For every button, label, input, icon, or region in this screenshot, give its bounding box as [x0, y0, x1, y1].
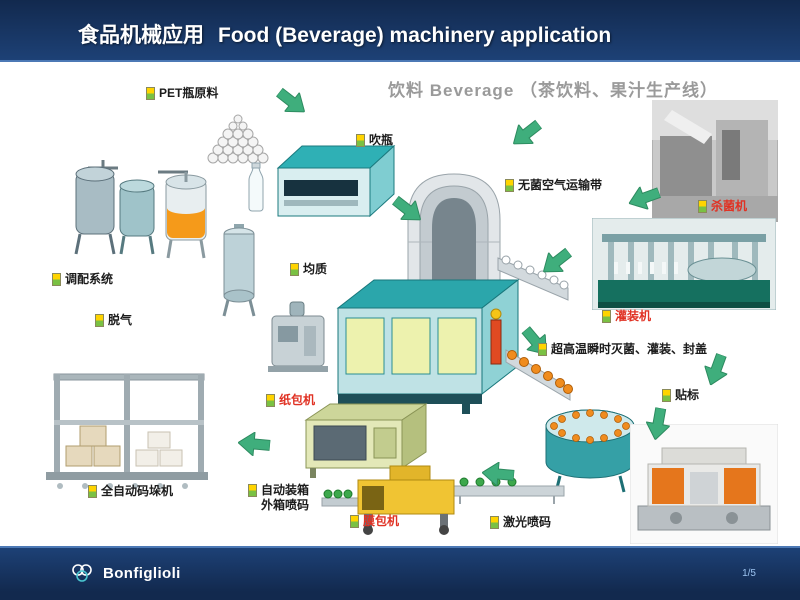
label-text: 膜包机 [363, 514, 400, 528]
label-labeling: 贴标 [662, 388, 699, 403]
bullet-icon [490, 516, 499, 529]
homogenizer-illustration [266, 300, 330, 376]
label-text: 吹瓶 [369, 133, 394, 147]
arch-tunnel-illustration [400, 162, 508, 304]
label-filling-machine: 灌装机 [602, 309, 651, 324]
footer-bar: Bonfiglioli 1/5 [0, 546, 800, 600]
blending-tanks-illustration [68, 158, 218, 270]
brand-text: Bonfiglioli [103, 564, 181, 582]
label-text: 灌装机 [615, 309, 652, 323]
flow-arrow-icon [481, 461, 515, 488]
film-wrapper-illustration [320, 458, 470, 536]
filled-bottle-conveyor-illustration [500, 344, 580, 429]
degas-column-illustration [216, 222, 262, 318]
bullet-icon [662, 389, 671, 402]
label-text: 全自动码垛机 [101, 484, 174, 498]
label-text: 无菌空气运输带 [518, 178, 603, 192]
bullet-icon [602, 310, 611, 323]
bullet-icon [266, 394, 275, 407]
bullet-icon [290, 263, 299, 276]
label-text: 均质 [303, 262, 328, 276]
label-text: 纸包机 [279, 393, 316, 407]
filling-machine-photo [591, 217, 777, 311]
bullet-icon [52, 273, 61, 286]
flow-arrow-icon [536, 243, 576, 282]
flow-arrow-icon [388, 191, 428, 230]
bullet-icon [146, 87, 155, 100]
label-pet-material: PET瓶原料 [146, 86, 218, 101]
bullet-icon [356, 134, 365, 147]
label-line: 自动装箱 [261, 483, 310, 497]
bonfiglioli-logo: Bonfiglioli [70, 563, 181, 583]
label-blending-system: 调配系统 [52, 272, 113, 287]
blow-molder-illustration [276, 138, 396, 218]
bonfiglioli-rings-icon [72, 564, 92, 582]
bullet-icon [350, 515, 359, 528]
label-paper-packing-machine: 纸包机 [266, 393, 315, 408]
label-film-wrapping-machine: 膜包机 [350, 514, 399, 529]
accumulation-table-illustration [540, 394, 640, 494]
flow-arrow-icon [506, 115, 546, 154]
bullet-icon [88, 485, 97, 498]
label-text: 自动装箱 外箱喷码 [261, 483, 309, 513]
bullet-icon [538, 343, 547, 356]
flow-arrow-icon [699, 351, 732, 389]
label-blow-molding: 吹瓶 [356, 133, 393, 148]
label-text: PET瓶原料 [159, 86, 219, 100]
label-text: 贴标 [675, 388, 700, 402]
palletizer-illustration [40, 370, 215, 495]
label-auto-palletizer: 全自动码垛机 [88, 484, 173, 499]
pet-bottle-illustration [244, 162, 268, 214]
diagram-subtitle: 饮料 Beverage （茶饮料、果汁生产线） [388, 81, 718, 100]
bullet-icon [698, 200, 707, 213]
label-text: 脱气 [108, 313, 133, 327]
uht-filling-machine-illustration [330, 266, 522, 416]
slide-title-en: Food (Beverage) machinery application [218, 24, 612, 47]
flow-arrow-icon [237, 431, 271, 458]
sterilizer-photo [651, 99, 779, 223]
header-bar: 食品机械应用 Food (Beverage) machinery applicat… [0, 0, 800, 62]
labeling-machine-photo [629, 423, 779, 545]
label-aseptic-air-conveyor: 无菌空气运输带 [505, 178, 602, 193]
label-uht-fill-cap: 超高温瞬时灭菌、灌装、封盖 [538, 342, 707, 357]
label-degassing: 脱气 [95, 313, 132, 328]
label-auto-boxing: 自动装箱 外箱喷码 [248, 483, 309, 513]
label-sterilizer: 杀菌机 [698, 199, 747, 214]
label-homogenizer: 均质 [290, 262, 327, 277]
flow-arrow-icon [625, 181, 663, 214]
label-text: 超高温瞬时灭菌、灌装、封盖 [551, 342, 708, 356]
paper-packer-illustration [296, 394, 436, 482]
label-text: 激光喷码 [503, 515, 552, 529]
slide-title: 食品机械应用 Food (Beverage) machinery applicat… [0, 0, 800, 49]
bullet-icon [505, 179, 514, 192]
label-laser-coding: 激光喷码 [490, 515, 551, 530]
air-conveyor-illustration [496, 238, 576, 308]
page-number: 1/5 [742, 568, 756, 579]
flow-arrow-icon [643, 406, 672, 442]
bullet-icon [95, 314, 104, 327]
pet-pellets-illustration [205, 112, 275, 164]
bullet-icon [248, 484, 257, 497]
label-text: 杀菌机 [711, 199, 748, 213]
label-line: 外箱喷码 [261, 498, 310, 512]
label-text: 调配系统 [65, 272, 114, 286]
slide-title-zh: 食品机械应用 [78, 24, 204, 47]
flow-arrow-icon [272, 83, 312, 122]
